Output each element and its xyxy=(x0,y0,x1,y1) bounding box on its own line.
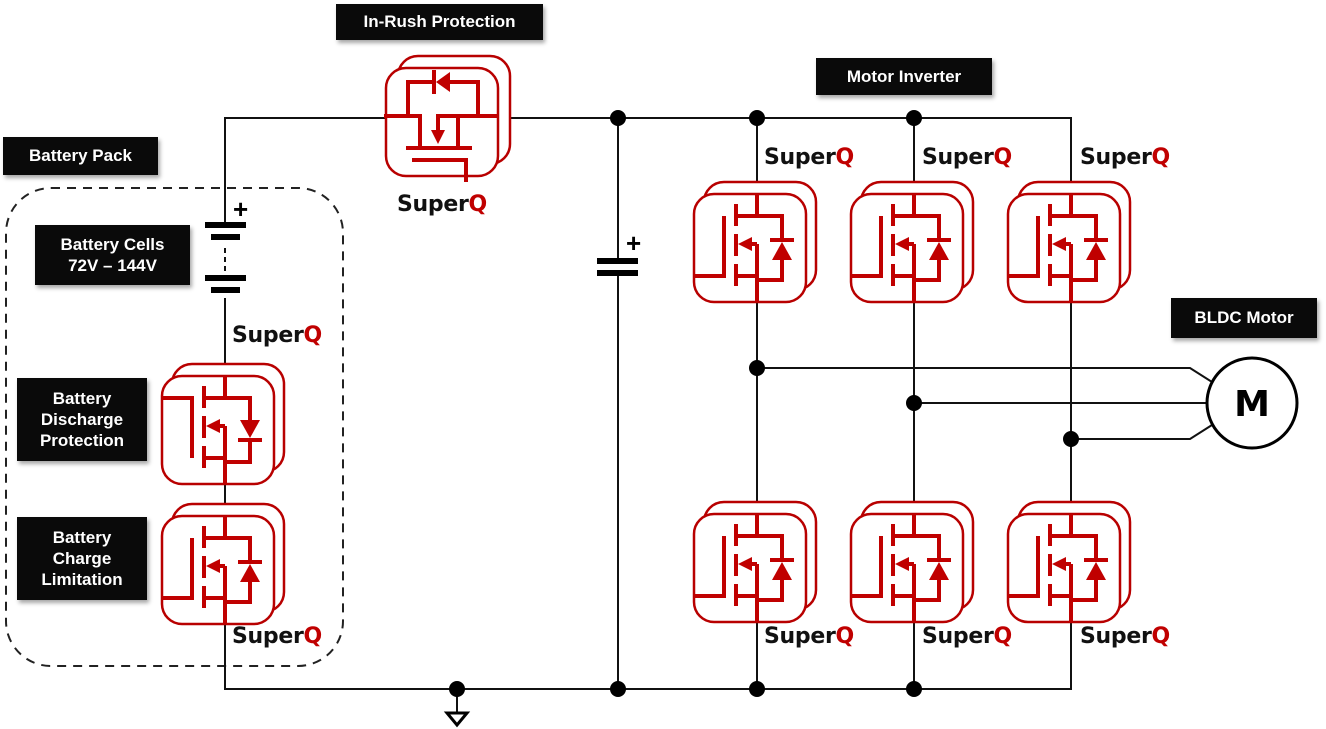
superq-brand-label: SuperQ xyxy=(1080,145,1170,170)
inrush-mosfet-icon xyxy=(382,54,512,184)
inverter-low-3-mosfet-icon xyxy=(1006,500,1132,624)
junction-node xyxy=(749,360,765,376)
bldc-motor-text: BLDC Motor xyxy=(1194,308,1294,328)
superq-brand-label: SuperQ xyxy=(922,145,1012,170)
bldc-motor-label: BLDC Motor xyxy=(1171,298,1317,338)
charge-text-2: Charge xyxy=(52,548,112,568)
battery-pack-text: Battery Pack xyxy=(28,146,132,166)
capacitor-plus-sign: + xyxy=(626,228,641,258)
superq-brand-label: SuperQ xyxy=(922,624,1012,649)
junction-node xyxy=(449,681,465,697)
junction-node xyxy=(1063,431,1079,447)
discharge-mosfet-icon xyxy=(160,362,286,486)
junction-node xyxy=(610,110,626,126)
discharge-text-3: Protection xyxy=(39,431,125,451)
in-rush-protection-text: In-Rush Protection xyxy=(363,12,516,32)
motor-letter: M xyxy=(1234,384,1270,425)
motor-inverter-label: Motor Inverter xyxy=(816,58,992,95)
battery-cells-label: Battery Cells 72V – 144V xyxy=(35,225,190,285)
junction-node xyxy=(749,110,765,126)
capacitor-icon: + xyxy=(597,228,641,276)
battery-cells-icon: + xyxy=(205,194,248,293)
motor-icon: M xyxy=(1205,356,1299,450)
battery-cells-text: Battery Cells xyxy=(60,234,165,254)
motor-inverter-text: Motor Inverter xyxy=(846,66,962,86)
battery-charge-limitation-label: Battery Charge Limitation xyxy=(17,517,147,600)
junction-node xyxy=(610,681,626,697)
superq-brand-label: SuperQ xyxy=(397,192,487,217)
battery-plus-sign: + xyxy=(233,194,248,224)
superq-brand-label: SuperQ xyxy=(232,624,322,649)
superq-brand-label: SuperQ xyxy=(764,624,854,649)
ground-icon xyxy=(443,711,471,728)
discharge-text-2: Discharge xyxy=(40,409,124,429)
charge-text-1: Battery xyxy=(52,527,112,547)
battery-pack-label: Battery Pack xyxy=(3,137,158,175)
inverter-low-1-mosfet-icon xyxy=(692,500,818,624)
inverter-high-2-mosfet-icon xyxy=(849,180,975,304)
battery-discharge-protection-label: Battery Discharge Protection xyxy=(17,378,147,461)
superq-brand-label: SuperQ xyxy=(1080,624,1170,649)
inverter-high-1-mosfet-icon xyxy=(692,180,818,304)
junction-nodes xyxy=(449,110,1079,697)
inverter-low-2-mosfet-icon xyxy=(849,500,975,624)
charge-mosfet-icon xyxy=(160,502,286,626)
battery-voltage-text: 72V – 144V xyxy=(68,256,157,275)
in-rush-protection-label: In-Rush Protection xyxy=(336,4,543,40)
junction-node xyxy=(906,395,922,411)
junction-node xyxy=(906,681,922,697)
superq-brand-label: SuperQ xyxy=(764,145,854,170)
superq-brand-label: SuperQ xyxy=(232,323,322,348)
discharge-text-1: Battery xyxy=(52,388,112,408)
inverter-high-3-mosfet-icon xyxy=(1006,180,1132,304)
wiring xyxy=(224,117,1213,712)
junction-node xyxy=(906,110,922,126)
charge-text-3: Limitation xyxy=(41,570,123,590)
battery-pack-enclosure xyxy=(5,187,344,667)
junction-node xyxy=(749,681,765,697)
